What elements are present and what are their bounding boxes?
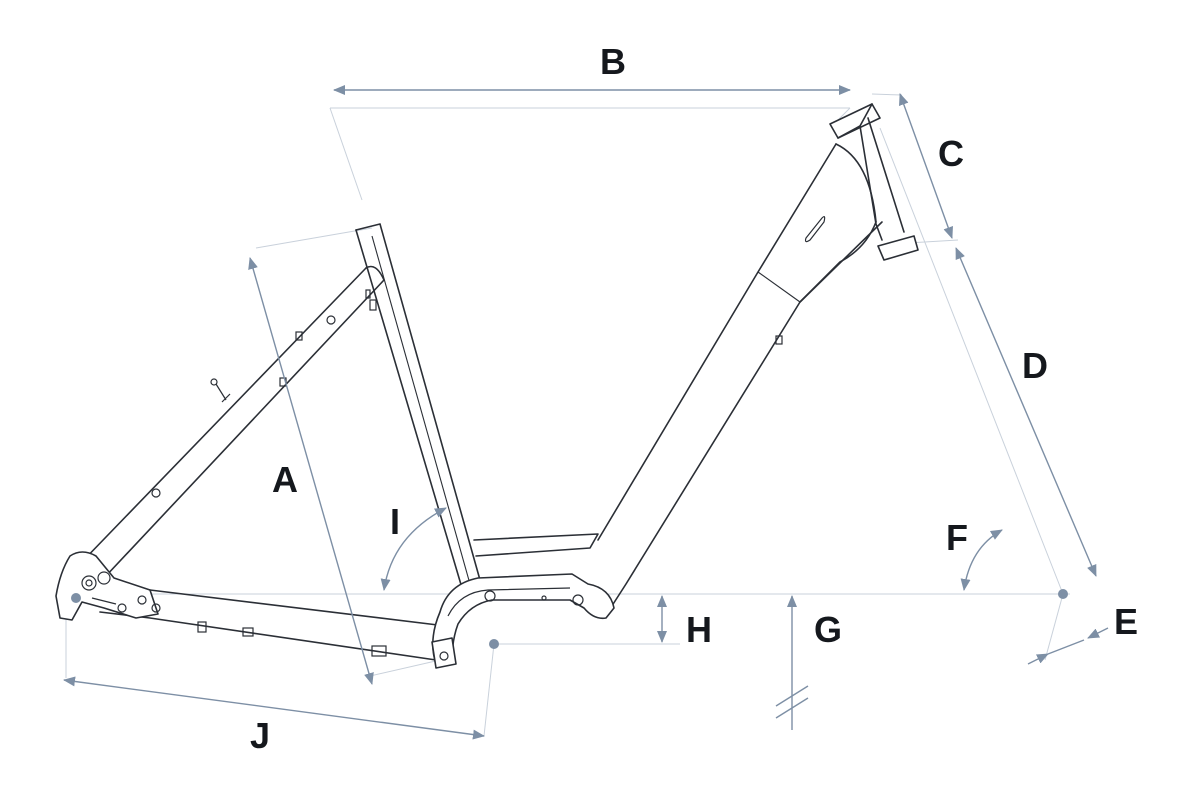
label-j: J: [250, 715, 270, 756]
label-d: D: [1022, 345, 1048, 386]
dimension-i-arc: [380, 507, 447, 591]
label-i: I: [390, 501, 400, 542]
dimension-d-line: [955, 247, 1097, 577]
label-h: H: [686, 609, 712, 650]
down-tube: [597, 143, 883, 613]
label-g: G: [814, 609, 842, 650]
dimension-j-line: [63, 676, 485, 740]
seatstay: [77, 265, 385, 579]
bike-frame: [55, 103, 919, 669]
seat-tube: [355, 223, 481, 589]
label-c: C: [938, 133, 964, 174]
dimension-labels: A B C D E F G H I J: [250, 41, 1138, 756]
rear-dropout: [55, 551, 161, 621]
label-b: B: [600, 41, 626, 82]
dimension-lines: [63, 85, 1109, 740]
label-e: E: [1114, 601, 1138, 642]
label-f: F: [946, 517, 968, 558]
dimension-e-marks: [1027, 589, 1109, 665]
dimension-c-line: [899, 93, 953, 239]
label-a: A: [272, 459, 298, 500]
dimension-f-arc: [960, 529, 1003, 591]
dimension-a-line: [248, 257, 374, 685]
dimension-g-line: [775, 595, 809, 730]
extension-lines: [65, 93, 1070, 737]
bottom-bracket-motor: [431, 533, 615, 669]
head-tube: [799, 103, 919, 303]
